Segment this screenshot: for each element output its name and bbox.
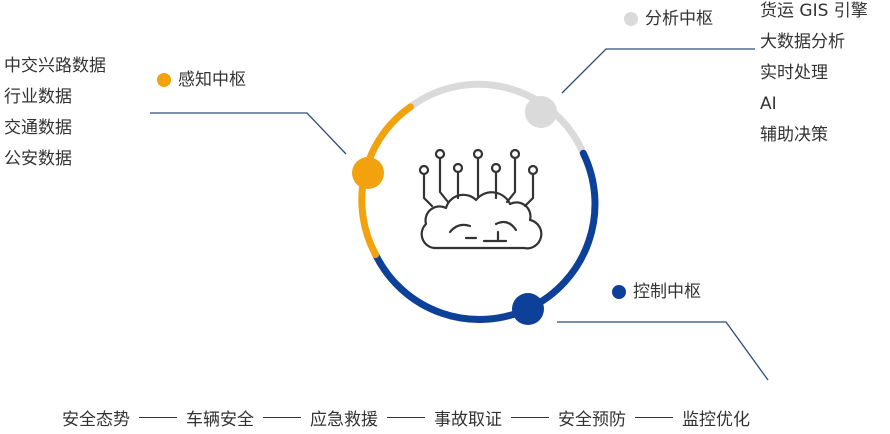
process-flow: 安全态势 车辆安全 应急救援 事故取证 安全预防 监控优化 <box>62 403 750 431</box>
analysis-hub-title: 分析中枢 <box>645 9 713 29</box>
flow-step: 事故取证 <box>434 409 502 430</box>
ring-arc-blue <box>372 149 599 323</box>
flow-separator <box>263 416 301 418</box>
flow-separator <box>511 416 549 418</box>
flow-separator <box>387 416 425 418</box>
flow-step: 安全态势 <box>62 409 130 430</box>
node-analysis <box>525 96 557 128</box>
node-control <box>512 293 544 325</box>
flow-step: 安全预防 <box>558 409 626 430</box>
perception-source-item: 交通数据 <box>4 118 72 138</box>
brain-circuit-icon <box>418 148 543 250</box>
connector-perception <box>150 112 347 155</box>
control-legend-dot <box>612 285 626 299</box>
flow-step: 监控优化 <box>682 409 750 430</box>
perception-hub-title: 感知中枢 <box>178 70 246 90</box>
analysis-capability-item: 货运 GIS 引擎 <box>760 1 868 21</box>
perception-hub-label: 感知中枢 <box>157 69 246 91</box>
analysis-capability-item: 大数据分析 <box>760 32 845 52</box>
flow-step: 车辆安全 <box>186 409 254 430</box>
analysis-hub-label: 分析中枢 <box>624 8 713 30</box>
connector-analysis <box>561 48 755 94</box>
analysis-capability-item: 实时处理 <box>760 63 828 83</box>
ring-arc-gray <box>406 80 587 157</box>
perception-legend-dot <box>157 73 171 87</box>
control-hub-title: 控制中枢 <box>633 282 701 302</box>
perception-source-list: 中交兴路数据 行业数据 交通数据 公安数据 <box>4 51 106 175</box>
analysis-capability-item: AI <box>760 94 777 114</box>
node-perception <box>352 157 384 189</box>
analysis-capability-list: 货运 GIS 引擎 大数据分析 实时处理 AI 辅助决策 <box>760 0 868 151</box>
flow-separator <box>635 416 673 418</box>
control-hub-label: 控制中枢 <box>612 281 701 303</box>
connector-control <box>557 321 769 381</box>
flow-step: 应急救援 <box>310 409 378 430</box>
flow-separator <box>139 416 177 418</box>
perception-source-item: 中交兴路数据 <box>4 56 106 76</box>
perception-source-item: 行业数据 <box>4 87 72 107</box>
analysis-legend-dot <box>624 12 638 26</box>
analysis-capability-item: 辅助决策 <box>760 125 828 145</box>
perception-source-item: 公安数据 <box>4 149 72 169</box>
